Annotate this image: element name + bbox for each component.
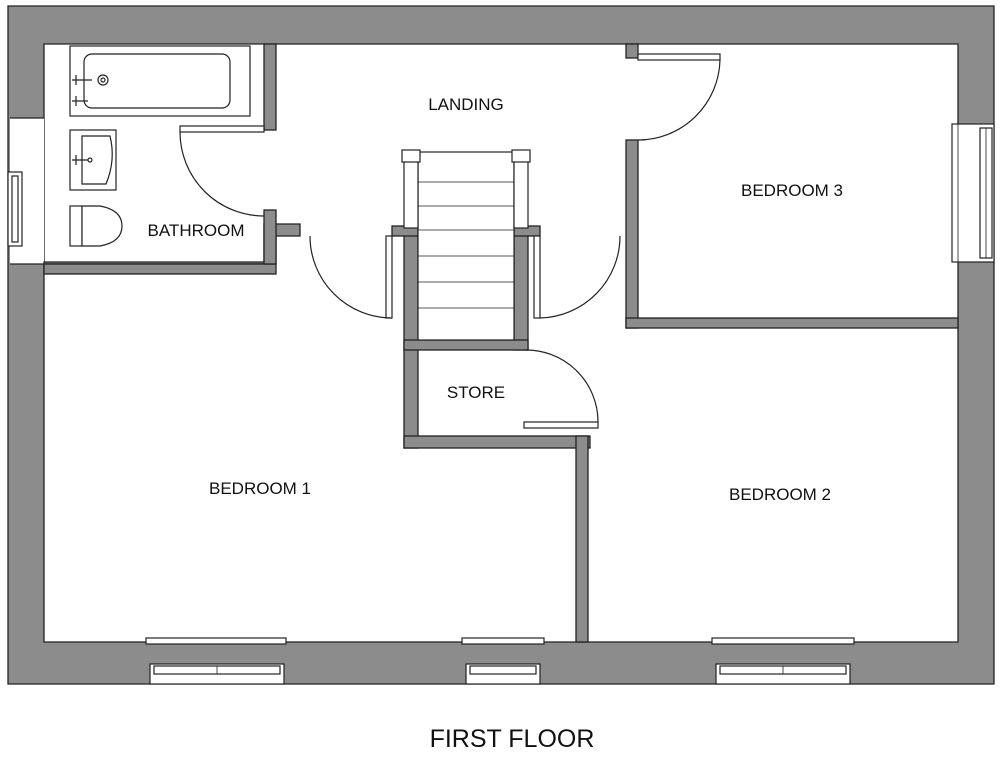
- bathroom-fittings: [69, 45, 251, 247]
- toilet-icon: [81, 205, 123, 247]
- bath-icon: [83, 53, 231, 109]
- bedroom2-label: BEDROOM 2: [729, 485, 831, 504]
- floor-title: FIRST FLOOR: [430, 725, 595, 753]
- staircase: [401, 149, 531, 341]
- bedroom3-label: BEDROOM 3: [741, 181, 843, 200]
- landing-label: LANDING: [428, 95, 504, 114]
- bedroom1-label: BEDROOM 1: [209, 479, 311, 498]
- windows: [7, 123, 995, 685]
- exterior-walls: [7, 5, 995, 685]
- bathroom-label: BATHROOM: [148, 221, 245, 240]
- doors: [179, 53, 721, 429]
- store-label: STORE: [447, 383, 505, 402]
- interior-walls: [43, 43, 959, 643]
